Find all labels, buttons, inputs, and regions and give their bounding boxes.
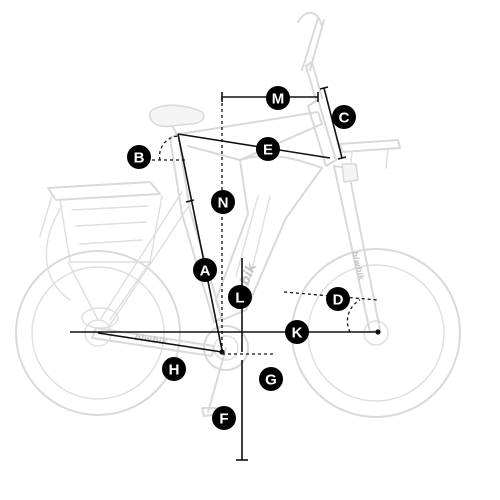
marker-l: L xyxy=(228,285,252,309)
dimension-line-h xyxy=(97,332,223,353)
marker-label-c: C xyxy=(339,110,350,127)
dimension-tick xyxy=(319,86,329,90)
marker-label-b: B xyxy=(134,150,145,167)
dimension-line-c xyxy=(323,87,343,159)
marker-d: D xyxy=(326,287,350,311)
dimension-line-d xyxy=(283,291,379,301)
frame xyxy=(81,99,381,417)
front-axle-point xyxy=(375,329,381,335)
marker-label-n: N xyxy=(218,195,229,212)
marker-label-g: G xyxy=(265,372,277,389)
marker-e: E xyxy=(256,137,280,161)
marker-label-k: K xyxy=(292,325,303,342)
dimension-tick xyxy=(185,199,195,203)
saddle xyxy=(149,104,205,137)
dimension-lines xyxy=(70,86,381,461)
rear-rack xyxy=(39,181,163,321)
marker-label-l: L xyxy=(235,290,244,307)
angle-arc-b xyxy=(158,135,179,161)
marker-c: C xyxy=(332,105,356,129)
marker-a: A xyxy=(193,258,217,282)
marker-label-h: H xyxy=(169,362,180,379)
rear-wheel xyxy=(15,250,181,416)
marker-f: F xyxy=(212,406,236,430)
marker-n: N xyxy=(211,190,235,214)
dimension-line-a xyxy=(177,133,223,351)
fork-brand-label: biwbik xyxy=(350,250,366,282)
marker-label-a: A xyxy=(200,263,211,280)
angle-arc-d xyxy=(346,299,361,333)
marker-label-d: D xyxy=(333,292,344,309)
marker-b: B xyxy=(127,145,151,169)
dimension-tick xyxy=(337,156,347,160)
handlebar xyxy=(297,11,359,183)
dimension-line-e xyxy=(177,133,331,159)
marker-label-f: F xyxy=(219,411,228,428)
marker-g: G xyxy=(259,367,283,391)
marker-k: K xyxy=(285,320,309,344)
marker-m: M xyxy=(266,86,290,110)
marker-label-m: M xyxy=(272,91,285,108)
marker-h: H xyxy=(162,357,186,381)
marker-label-e: E xyxy=(263,142,273,159)
bicycle-outline: biwbik biwbik biwbik xyxy=(15,11,461,418)
bottom-bracket-point xyxy=(219,349,225,355)
